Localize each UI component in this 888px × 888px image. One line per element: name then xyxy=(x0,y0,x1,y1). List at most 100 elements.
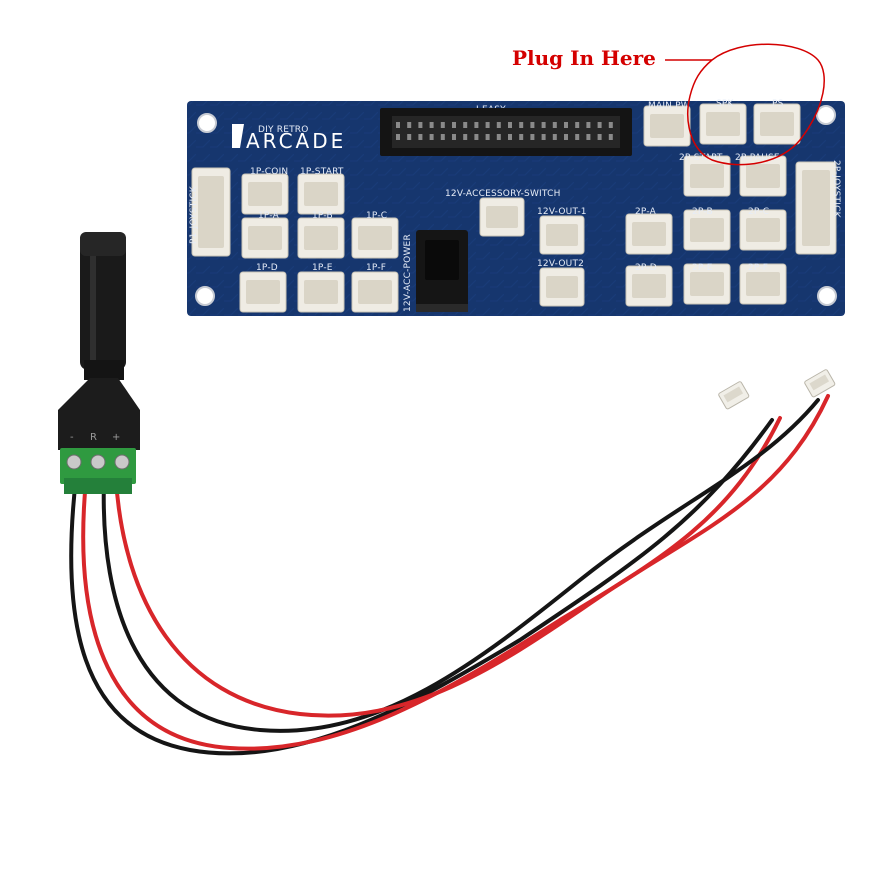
connector-p1-joystick xyxy=(191,167,231,257)
connector-2p-e xyxy=(683,263,731,305)
label-12v-out-1: 12V-OUT-1 xyxy=(537,207,587,217)
header-pin xyxy=(541,134,546,140)
connector-12v-out2 xyxy=(539,267,585,307)
annotation-circle xyxy=(687,43,825,166)
label-12v-out2: 12V-OUT2 xyxy=(537,259,584,269)
logo-big-text: ARCADE xyxy=(246,129,346,153)
annotation-callout xyxy=(665,43,825,166)
label-2p-f: 2P-F xyxy=(748,263,768,273)
connector-2p-d xyxy=(625,265,673,307)
connector-1p-a xyxy=(241,217,289,259)
terminal-mark-minus: - xyxy=(70,432,74,443)
connector-2p-joystick xyxy=(795,161,837,255)
connector-1p-coin xyxy=(241,173,289,215)
header-pin xyxy=(463,122,468,128)
connector-1p-c xyxy=(351,217,399,259)
header-pin xyxy=(418,134,423,140)
header-pin xyxy=(440,134,445,140)
label-1p-coin: 1P-COIN xyxy=(250,167,288,177)
connector-2p-b xyxy=(683,209,731,251)
label-2p-pause: 2P-PAUSE xyxy=(735,153,780,163)
header-pin xyxy=(452,134,456,140)
header-pin xyxy=(474,122,479,128)
connector-1p-f xyxy=(351,271,399,313)
arcade-pcb-board: DIY RETRO ARCADE J-EASY 1P-COIN 1P-START… xyxy=(187,99,845,316)
label-1p-c: 1P-C xyxy=(366,211,387,221)
jst-plug-left xyxy=(718,381,750,410)
label-2p-e: 2P-E xyxy=(692,263,713,273)
label-p1-joystick: P1-JOYSTICK xyxy=(189,185,199,244)
label-2p-c: 2P-C xyxy=(748,207,769,217)
connector-main-pw xyxy=(643,105,691,147)
connector-12v-out-1 xyxy=(539,215,585,255)
label-2p-a: 2P-A xyxy=(635,207,657,217)
arcade-logo: DIY RETRO ARCADE xyxy=(232,124,346,153)
label-1p-d: 1P-D xyxy=(256,263,278,273)
connector-2p-pause xyxy=(739,155,787,197)
adapter-housing: - R + xyxy=(58,378,140,450)
label-1p-start: 1P-START xyxy=(300,167,344,177)
mounting-holes xyxy=(195,105,837,306)
header-pin xyxy=(541,122,546,128)
label-2p-b: 2P-B xyxy=(692,207,713,217)
power-cable-assembly: - R + xyxy=(58,232,836,756)
label-12v-accessory-switch: 12V-ACCESSORY-SWITCH xyxy=(445,189,561,199)
connector-1p-b xyxy=(297,217,345,259)
header-pin xyxy=(496,122,501,128)
terminal-mark-plus: + xyxy=(112,432,120,443)
header-pin xyxy=(608,134,613,140)
connector-1p-d xyxy=(239,271,287,313)
header-pin xyxy=(575,122,580,128)
connector-1p-e xyxy=(297,271,345,313)
pin-header-connector: J-EASY xyxy=(380,105,632,156)
header-pin xyxy=(452,122,456,128)
label-1p-f: 1P-F xyxy=(366,263,386,273)
connector-2p-c xyxy=(739,209,787,251)
header-pin xyxy=(407,122,412,128)
header-pin xyxy=(586,134,591,140)
connector-ps xyxy=(753,103,801,145)
header-pin xyxy=(396,134,400,140)
header-pin xyxy=(440,122,445,128)
connector-2p-a xyxy=(625,213,673,255)
header-pin xyxy=(396,122,400,128)
label-2p-d: 2P-D xyxy=(635,263,657,273)
label-ps: PS xyxy=(772,99,784,109)
header-pin xyxy=(530,134,535,140)
header-pins xyxy=(396,122,613,140)
wires xyxy=(69,394,830,756)
header-pin xyxy=(608,122,613,128)
header-pin xyxy=(575,134,580,140)
header-pin xyxy=(508,122,512,128)
connector-1p-start xyxy=(297,173,345,215)
header-pin xyxy=(485,122,490,128)
label-12v-acc-power: 12V-ACC-POWER xyxy=(403,234,413,312)
screw-terminal-block xyxy=(60,448,136,494)
label-spk: SPK xyxy=(716,99,735,109)
header-pin xyxy=(474,134,479,140)
header-pin xyxy=(496,134,501,140)
audio-jack-adapter xyxy=(80,232,126,380)
header-pin xyxy=(485,134,490,140)
connector-spk xyxy=(699,103,747,145)
annotation-text: Plug In Here xyxy=(512,46,656,70)
header-pin xyxy=(418,122,423,128)
header-pin xyxy=(530,122,535,128)
header-pin xyxy=(429,122,434,128)
header-pin xyxy=(508,134,512,140)
connector-2p-start xyxy=(683,155,731,197)
label-1p-e: 1P-E xyxy=(312,263,333,273)
header-pin xyxy=(429,134,434,140)
logo-small-text: DIY RETRO xyxy=(258,125,309,135)
header-pin xyxy=(586,122,591,128)
terminal-mark-r: R xyxy=(90,432,97,443)
header-pin xyxy=(552,122,557,128)
header-pin xyxy=(564,134,568,140)
dc-power-jack xyxy=(416,230,468,312)
connector-12v-accessory-switch xyxy=(479,197,525,237)
connector-2p-f xyxy=(739,263,787,305)
label-main-pw: MAIN PW xyxy=(648,101,690,111)
header-pin xyxy=(564,122,568,128)
jst-connectors xyxy=(191,103,837,313)
